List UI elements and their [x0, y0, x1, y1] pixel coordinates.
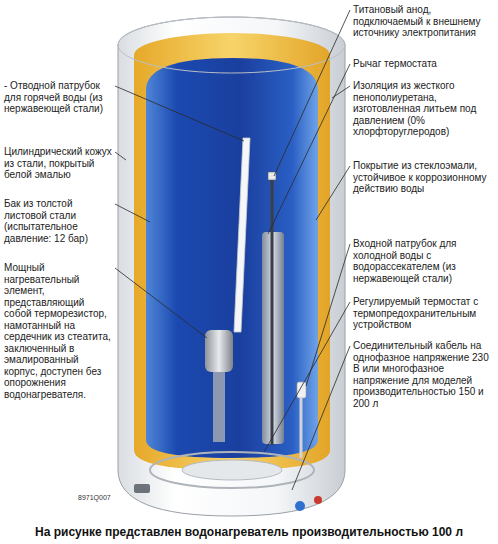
callout-label: Рычаг термостата	[353, 58, 493, 70]
top-rim	[118, 17, 345, 73]
red-knob	[314, 496, 322, 504]
insulation-layer	[134, 33, 330, 470]
callout-label: Мощный нагревательный элемент, представл…	[4, 262, 112, 400]
leader-line	[274, 10, 350, 176]
steel-casing	[118, 17, 345, 516]
anode-tip	[268, 172, 276, 180]
switch	[134, 484, 150, 493]
callout-label: Регулируемый термостат с термопредохрани…	[353, 296, 493, 331]
callout-label: Титановый анод, подключаемый к внешнему …	[353, 4, 493, 39]
leader-line	[115, 204, 150, 222]
cold-water-inlet	[297, 382, 306, 398]
flange-cover	[182, 460, 282, 480]
inner-tank	[146, 58, 318, 458]
heating-element	[205, 330, 233, 372]
leader-line	[268, 64, 350, 234]
leader-line	[115, 152, 126, 160]
callout-label: Изоляция из жесткого пенополиуретана, из…	[353, 80, 493, 138]
callout-label: - Отводной патрубок для горячей воды (из…	[4, 80, 112, 115]
inlet-pipe	[300, 398, 303, 458]
drawing-code: 8971Q007	[78, 494, 128, 502]
callout-label: Входной патрубок для холодной воды с вод…	[353, 238, 493, 284]
callout-label: Покрытие из стеклоэмали, устойчивое к ко…	[353, 160, 493, 195]
blue-knob	[295, 501, 305, 511]
leader-line	[332, 86, 350, 98]
callout-label: Цилиндрический кожух из стали, покрытый …	[4, 146, 112, 181]
hot-water-pipe	[234, 138, 250, 332]
leader-line	[306, 244, 350, 386]
heating-element-neck	[213, 372, 225, 442]
leader-line	[316, 166, 350, 220]
flange-ring	[150, 452, 314, 488]
leader-line	[115, 268, 207, 338]
figure-caption: На рисунке представлен водонагреватель п…	[0, 525, 498, 539]
leader-line	[292, 346, 350, 490]
callout-label: Соединительный кабель на однофазное напр…	[353, 340, 493, 409]
callout-label: Бак из толстой листовой стали (испытател…	[4, 198, 112, 244]
anode-rod	[271, 176, 274, 445]
leader-line	[115, 86, 244, 141]
